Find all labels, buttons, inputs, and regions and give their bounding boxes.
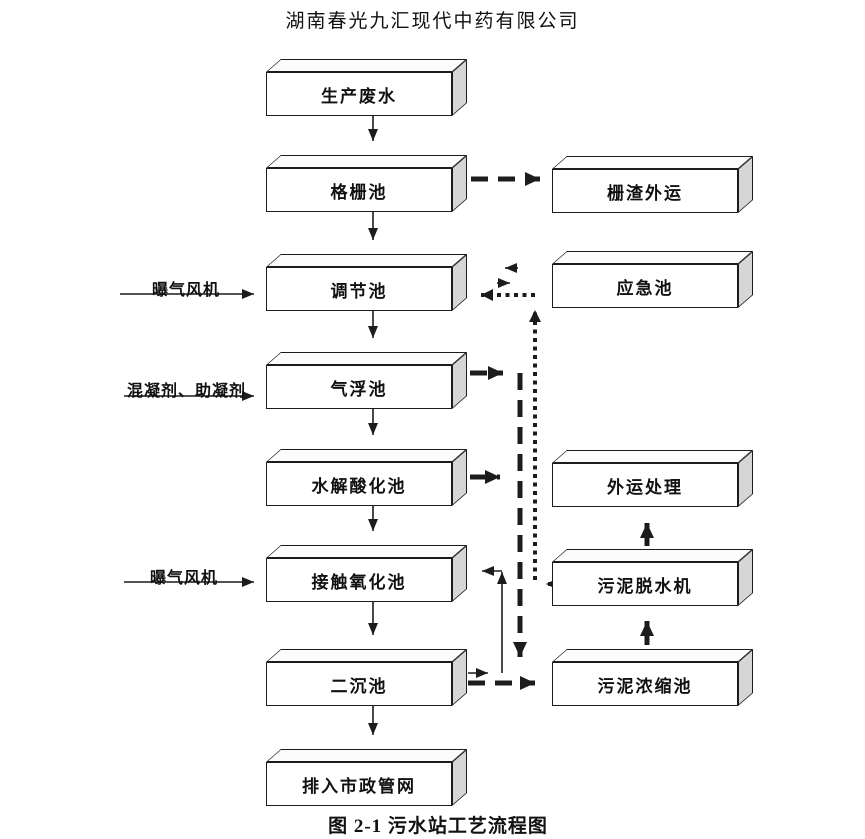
node-grid-residue-transport: 栅渣外运 (552, 156, 753, 214)
box-top-face (552, 649, 753, 662)
node-offsite-treatment: 外运处理 (552, 450, 753, 508)
node-label: 二沉池 (330, 676, 388, 696)
node-label: 水解酸化池 (311, 476, 407, 496)
exchange-arrows (497, 263, 518, 288)
box-front-face: 排入市政管网 (266, 762, 452, 806)
node-label: 格栅池 (330, 182, 388, 202)
label-coagulant: 混凝剂、助凝剂 (127, 383, 247, 400)
box-front-face: 接触氧化池 (266, 558, 452, 602)
node-grid-tank: 格栅池 (266, 155, 467, 213)
node-label: 调节池 (330, 281, 388, 301)
node-label: 气浮池 (330, 379, 388, 399)
box-top-face (552, 549, 753, 562)
box-top-face (266, 59, 467, 72)
sludge-dashed-lines (468, 172, 540, 690)
box-front-face: 污泥脱水机 (552, 562, 738, 606)
node-label: 外运处理 (607, 477, 683, 497)
box-top-face (266, 352, 467, 365)
node-hydrolysis-acidification-tank: 水解酸化池 (266, 449, 467, 507)
box-top-face (266, 749, 467, 762)
node-emergency-tank: 应急池 (552, 251, 753, 309)
node-label: 污泥浓缩池 (597, 676, 693, 696)
page-title: 湖南春光九汇现代中药有限公司 (285, 11, 580, 32)
box-front-face: 栅渣外运 (552, 169, 738, 213)
node-label: 接触氧化池 (311, 572, 407, 592)
node-label: 污泥脱水机 (597, 576, 693, 596)
node-air-flotation-tank: 气浮池 (266, 352, 467, 410)
node-secondary-sedimentation-tank: 二沉池 (266, 649, 467, 707)
figure-caption: 图 2-1 污水站工艺流程图 (328, 816, 548, 837)
box-front-face: 外运处理 (552, 463, 738, 507)
label-aeration-blower-bottom: 曝气风机 (150, 570, 219, 587)
box-top-face (266, 254, 467, 267)
node-municipal-pipe-network: 排入市政管网 (266, 749, 467, 807)
box-front-face: 污泥浓缩池 (552, 662, 738, 706)
node-regulating-tank: 调节池 (266, 254, 467, 312)
box-front-face: 应急池 (552, 264, 738, 308)
filtrate-dotted-line (481, 289, 558, 590)
box-front-face: 格栅池 (266, 168, 452, 212)
box-top-face (266, 449, 467, 462)
node-production-wastewater: 生产废水 (266, 59, 467, 117)
node-label: 应急池 (616, 278, 674, 298)
box-front-face: 气浮池 (266, 365, 452, 409)
box-top-face (266, 649, 467, 662)
box-front-face: 水解酸化池 (266, 462, 452, 506)
box-top-face (266, 545, 467, 558)
node-sludge-thickening-tank: 污泥浓缩池 (552, 649, 753, 707)
box-front-face: 二沉池 (266, 662, 452, 706)
box-front-face: 调节池 (266, 267, 452, 311)
box-front-face: 生产废水 (266, 72, 452, 116)
node-sludge-dewatering-machine: 污泥脱水机 (552, 549, 753, 607)
input-arrows (120, 289, 254, 587)
node-contact-oxidation-tank: 接触氧化池 (266, 545, 467, 603)
return-line (468, 566, 507, 678)
box-top-face (552, 156, 753, 169)
box-top-face (552, 450, 753, 463)
label-aeration-blower-top: 曝气风机 (152, 282, 221, 299)
node-label: 栅渣外运 (607, 183, 683, 203)
node-label: 排入市政管网 (302, 776, 416, 796)
node-label: 生产废水 (321, 86, 397, 106)
box-top-face (266, 155, 467, 168)
box-top-face (552, 251, 753, 264)
